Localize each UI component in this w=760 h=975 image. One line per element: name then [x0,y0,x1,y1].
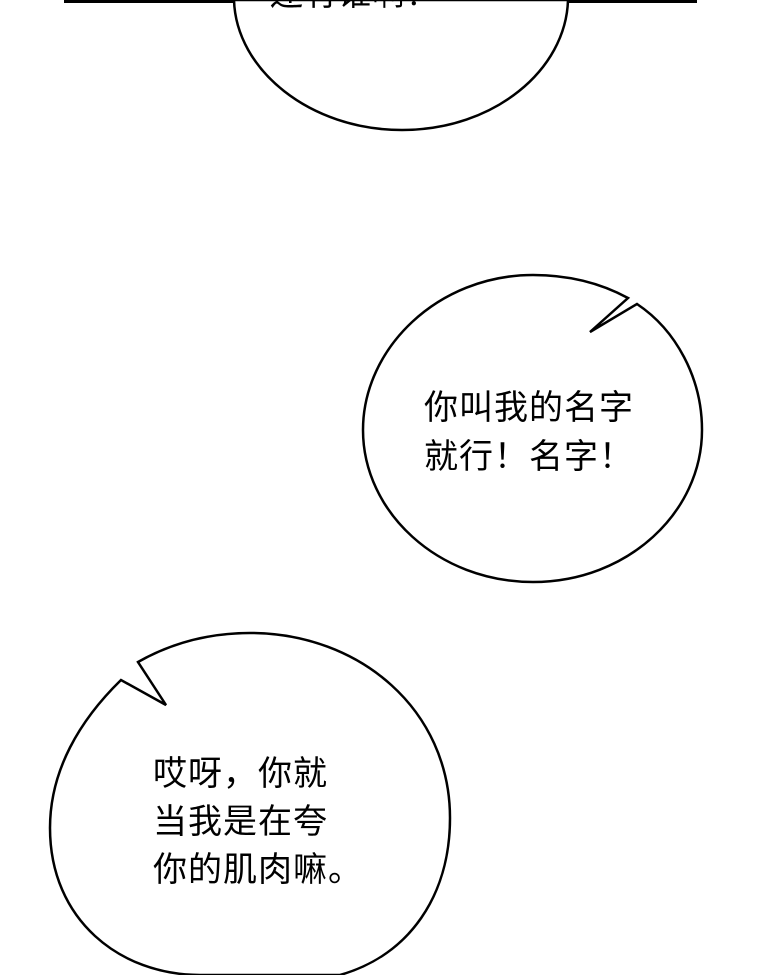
speech-text-top: 还有谁啊？ [270,0,440,14]
speech-bubble-top [232,0,570,132]
speech-text-right: 你叫我的名字 就行！名字！ [424,388,634,477]
speech-text-left: 哎呀，你就 当我是在夸 你的肌肉嘛。 [153,754,363,890]
speech-bubble-left [48,631,452,975]
speech-bubble-right [361,273,704,584]
